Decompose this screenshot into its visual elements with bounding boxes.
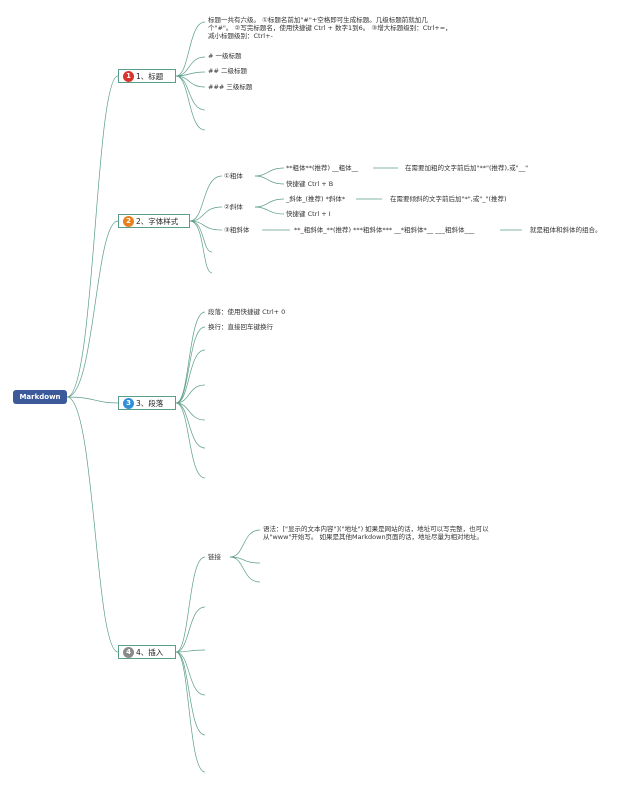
link-description: 语法：["显示的文本内容"]("地址") 如果是网站的话，地址可以写完整，也可以… — [263, 525, 523, 541]
branch-font-style-label: 2、字体样式 — [136, 217, 179, 226]
branch-insert-label: 4、插入 — [136, 648, 164, 657]
paragraph-shortcut: 段落：使用快捷键 Ctrl+ 0 — [208, 308, 286, 316]
heading-example-1: # 一级标题 — [208, 52, 242, 60]
number-badge-2: 2 — [123, 215, 134, 227]
bolditalic-label: ③粗斜体 — [224, 226, 250, 234]
number-badge-1: 1 — [123, 70, 134, 82]
italic-shortcut: 快捷键 Ctrl + I — [286, 210, 331, 218]
bold-label: ①粗体 — [224, 172, 243, 180]
link-description-line1: 语法：["显示的文本内容"]("地址") 如果是网站的话，地址可以写完整，也可以 — [263, 525, 489, 533]
italic-label: ②斜体 — [224, 203, 243, 211]
number-badge-4: 4 — [123, 646, 134, 658]
bolditalic-syntax: **_粗斜体_**(推荐) ***粗斜体*** __*粗斜体*__ ___粗斜体… — [294, 226, 475, 234]
italic-description: 在需要倾斜的文字前后加"*",或"_"(推荐) — [390, 195, 507, 203]
number-badge-3: 3 — [123, 397, 134, 409]
italic-syntax: _斜体_(推荐) *斜体* — [286, 195, 346, 203]
link-label: 链接 — [208, 553, 221, 561]
heading-intro-line2: 个"#"。 ②写完标题名，使用快捷键 Ctrl + 数字1到6。 ③增大标题级别… — [208, 24, 452, 32]
heading-intro-line1: 标题一共有六级。 ①标题名前加"#"+空格即可生成标题。几级标题前就加几 — [208, 16, 428, 24]
bold-shortcut: 快捷键 Ctrl + B — [286, 180, 334, 188]
root-node[interactable]: Markdown — [13, 390, 67, 404]
bold-syntax: **粗体**(推荐) __粗体__ — [286, 164, 359, 172]
heading-intro-line3: 减小标题级别：Ctrl+- — [208, 32, 273, 40]
heading-intro: 标题一共有六级。 ①标题名前加"#"+空格即可生成标题。几级标题前就加几 个"#… — [208, 16, 468, 40]
branch-paragraph-label: 3、段落 — [136, 399, 164, 408]
link-description-line2: 从"www"开始写。 如果是其他Markdown页面的话，地址尽量为相对地址。 — [263, 533, 484, 541]
heading-example-3: ### 三级标题 — [208, 83, 253, 91]
branch-heading-label: 1、标题 — [136, 72, 164, 81]
heading-example-2: ## 二级标题 — [208, 67, 247, 75]
bolditalic-description: 就是粗体和斜体的组合。 — [530, 226, 602, 234]
bold-description: 在需要加粗的文字前后加"**"(推荐),或"__" — [405, 164, 529, 172]
paragraph-linebreak: 换行：直接回车键换行 — [208, 323, 273, 331]
